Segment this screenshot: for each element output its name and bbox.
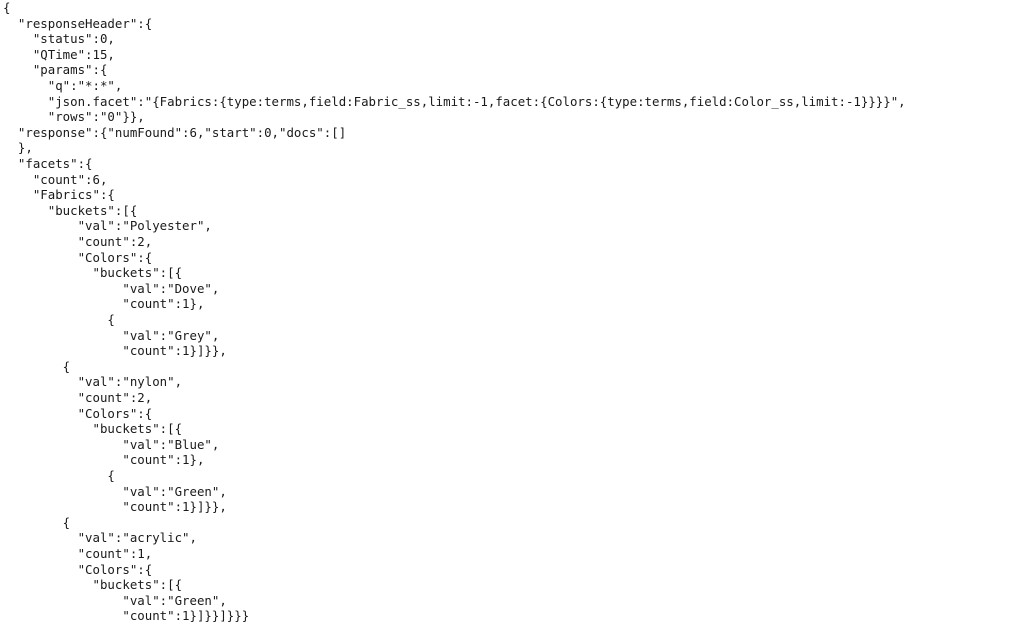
json-line: "count":1}, [3,296,205,312]
json-line: "val":"Green", [3,592,227,608]
json-line: "count":6, [3,171,108,187]
json-line: "count":1}]}}, [3,499,227,515]
json-line: "val":"Green", [3,483,227,499]
json-line: "count":1}]}}, [3,343,227,359]
json-line: "count":2, [3,390,153,405]
json-line: "Colors":{ [3,249,153,265]
json-line: "val":"acrylic", [3,530,197,546]
json-line: "status":0, [3,31,115,47]
json-line: "rows":"0"}}, [3,109,145,125]
json-line: "buckets":[{ [3,577,183,593]
json-line: "params":{ [3,62,108,78]
json-line: "Colors":{ [3,561,153,577]
json-line: { [3,514,71,530]
json-line: "QTime":15, [3,46,115,62]
json-line: "json.facet":"{Fabrics:{type:terms,field… [3,93,906,109]
json-line: "val":"nylon", [3,374,183,390]
json-line: "val":"Dove", [3,280,220,296]
json-line: "responseHeader":{ [3,15,153,31]
json-line: }, [3,140,33,156]
json-line: { [3,358,71,374]
json-line: { [3,468,115,483]
json-line: "Fabrics":{ [3,187,115,203]
json-line: "response":{"numFound":6,"start":0,"docs… [3,124,347,140]
json-line: "facets":{ [3,156,93,171]
json-line: "val":"Blue", [3,436,220,452]
json-line: "count":1}, [3,452,205,468]
json-line: "buckets":[{ [3,421,183,437]
json-line: "val":"Polyester", [3,218,212,234]
json-line: { [3,312,115,327]
json-line: { [3,0,11,15]
json-line: "buckets":[{ [3,202,138,218]
json-line: "count":1, [3,546,153,561]
json-line: "val":"Grey", [3,327,220,343]
json-line: "count":1}]}}]}}} [3,608,250,624]
json-line: "Colors":{ [3,405,153,421]
json-line: "buckets":[{ [3,265,183,281]
json-line: "q":"*:*", [3,78,123,93]
json-line: "count":2, [3,234,153,249]
